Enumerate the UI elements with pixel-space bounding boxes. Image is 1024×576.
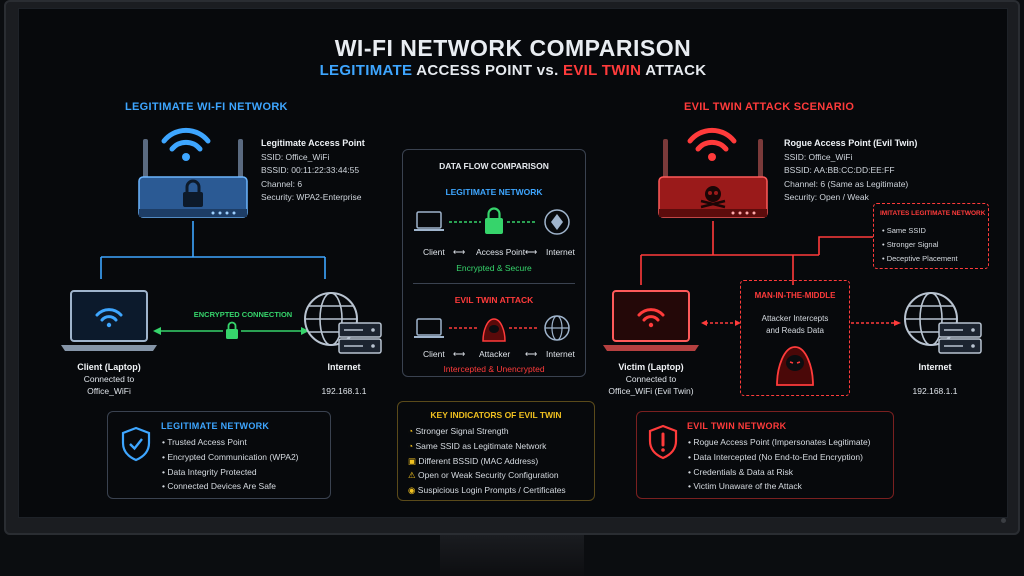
wifi-icon: ◔: [408, 440, 414, 451]
evil-heading: EVIL TWIN ATTACK SCENARIO: [684, 101, 855, 113]
imitates-panel: IMITATES LEGITIMATE NETWORK • Same SSID …: [873, 203, 989, 269]
page-subtitle: LEGITIMATE ACCESS POINT vs. EVIL TWIN AT…: [319, 62, 707, 79]
internet-label: Internet 192.168.1.1: [321, 362, 367, 396]
mitm-title: MAN-IN-THE-MIDDLE: [754, 291, 836, 300]
key-indicators-panel: KEY INDICATORS OF EVIL TWIN ◔ Stronger S…: [397, 401, 595, 501]
signal-icon: ◔: [408, 426, 414, 436]
encrypted-connection-arrow: [153, 321, 309, 339]
certificate-icon: ◉: [408, 485, 416, 496]
evil-summary-list: • Rogue Access Point (Impersonates Legit…: [688, 437, 871, 492]
legit-ap-info: Legitimate Access Point SSID: Office_WiF…: [261, 138, 365, 202]
imitates-list: • Same SSID • Stronger Signal • Deceptiv…: [882, 226, 958, 263]
legit-summary-panel: LEGITIMATE NETWORK • Trusted Access Poin…: [107, 411, 331, 499]
warning-icon: ⚠: [408, 470, 416, 481]
encrypted-connection-label: ENCRYPTED CONNECTION: [193, 310, 293, 319]
legit-router-icon: [138, 139, 248, 218]
key-indicators-title: KEY INDICATORS OF EVIL TWIN: [430, 410, 562, 420]
flow-divider: [413, 283, 575, 284]
flow-legit-heading: LEGITIMATE NETWORK: [445, 187, 543, 197]
power-led: [1001, 518, 1006, 523]
flow-evil-status: Intercepted & Unencrypted: [443, 364, 545, 374]
hacker-icon: [776, 346, 814, 386]
evil-internet-globe-server-icon: [904, 292, 982, 354]
flow-legit-diagram: [414, 207, 570, 235]
internet-globe-server-icon: [304, 292, 382, 354]
legit-heading: LEGITIMATE WI-FI NETWORK: [125, 101, 288, 113]
legit-network-lines: [100, 221, 326, 279]
mitm-arrows: [701, 320, 901, 326]
rogue-ap-info: Rogue Access Point (Evil Twin) SSID: Off…: [784, 138, 918, 202]
victim-label: Victim (Laptop) Connected to Office_WiFi…: [608, 362, 694, 396]
flow-evil-diagram: [414, 315, 570, 342]
data-flow-title: DATA FLOW COMPARISON: [439, 161, 549, 171]
page-title: WI-FI NETWORK COMPARISON: [334, 35, 692, 61]
wifi-signal-icon: [161, 127, 211, 161]
client-laptop-icon: [61, 290, 157, 351]
evil-summary-panel: EVIL TWIN NETWORK • Rogue Access Point (…: [636, 411, 894, 499]
evil-summary-title: EVIL TWIN NETWORK: [687, 421, 787, 431]
monitor-bezel: WI-FI NETWORK COMPARISON LEGITIMATE ACCE…: [4, 0, 1020, 535]
shield-check-icon: [121, 426, 151, 462]
flow-evil-heading: EVIL TWIN ATTACK: [454, 295, 534, 305]
data-flow-panel: DATA FLOW COMPARISON LEGITIMATE NETWORK …: [402, 149, 586, 377]
legit-summary-list: • Trusted Access Point • Encrypted Commu…: [162, 437, 299, 492]
client-label: Client (Laptop) Connected to Office_WiFi: [77, 362, 141, 396]
rogue-wifi-signal-icon: [687, 127, 737, 161]
mac-icon: ▣: [408, 455, 417, 466]
victim-laptop-icon: [603, 290, 699, 351]
screen: WI-FI NETWORK COMPARISON LEGITIMATE ACCE…: [18, 8, 1008, 518]
warning-shield-icon: [648, 424, 678, 460]
evil-internet-label: Internet 192.168.1.1: [912, 362, 958, 396]
key-indicators-list: ◔ Stronger Signal Strength ◔ Same SSID a…: [408, 426, 566, 496]
evil-network-lines: [640, 221, 873, 285]
imitates-title: IMITATES LEGITIMATE NETWORK: [880, 210, 986, 217]
monitor-stand: [440, 535, 584, 576]
rogue-router-icon: [658, 139, 768, 218]
legit-summary-title: LEGITIMATE NETWORK: [161, 421, 270, 431]
flow-legit-status: Encrypted & Secure: [456, 263, 532, 273]
